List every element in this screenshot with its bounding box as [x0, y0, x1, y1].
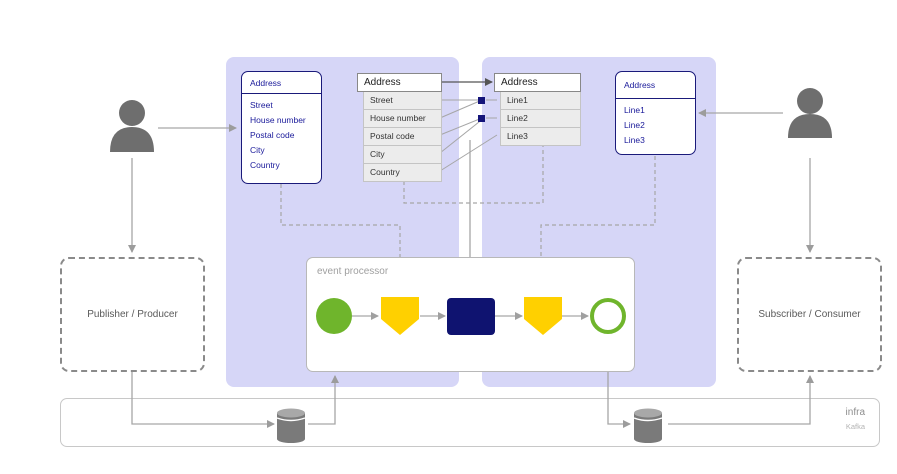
target-model-field: Line1: [624, 105, 645, 115]
mapping-source-row[interactable]: City: [363, 146, 442, 164]
source-model-card[interactable]: Address Street House number Postal code …: [241, 71, 322, 184]
producer-to-topic-line: [131, 372, 275, 428]
infra-band: infra Kafka: [60, 398, 880, 447]
source-model-field: Country: [250, 160, 280, 170]
mapping-source-row[interactable]: House number: [363, 110, 442, 128]
map-housenumber-line1: [439, 99, 483, 119]
event-processor-title: event processor: [317, 266, 389, 277]
transform-in-icon[interactable]: [381, 297, 419, 335]
subscriber-consumer-label: Subscriber / Consumer: [758, 309, 861, 320]
source-model-field: City: [250, 145, 265, 155]
mapping-target-row[interactable]: Line2: [500, 110, 581, 128]
topic-to-consumer-line: [668, 375, 814, 425]
concat-marker-2: [478, 115, 485, 122]
target-model-title: Address: [616, 72, 695, 99]
infra-subtitle: Kafka: [845, 422, 865, 431]
mapping-source-table[interactable]: Address Street House number Postal code …: [357, 73, 442, 182]
mapping-source-row[interactable]: Postal code: [363, 128, 442, 146]
producer-user-icon[interactable]: [110, 100, 154, 152]
mapping-target-table[interactable]: Address Line1 Line2 Line3: [494, 73, 581, 146]
subscriber-consumer-box[interactable]: Subscriber / Consumer: [737, 257, 882, 372]
process-task-icon[interactable]: [447, 298, 495, 335]
mapping-target-row[interactable]: Line3: [500, 128, 581, 146]
mapping-source-header: Address: [357, 73, 442, 92]
infra-title: infra: [845, 407, 865, 418]
topic-to-processor-line: [308, 375, 339, 425]
mapping-target-header: Address: [494, 73, 581, 92]
publisher-producer-box[interactable]: Publisher / Producer: [60, 257, 205, 372]
processor-to-topic-line: [607, 372, 631, 428]
map-city-line2: [439, 117, 485, 154]
target-model-card[interactable]: Address Line1 Line2 Line3: [615, 71, 696, 155]
mapping-source-row[interactable]: Country: [363, 164, 442, 182]
map-postal-line2: [439, 117, 483, 136]
mapping-source-row[interactable]: Street: [363, 92, 442, 110]
start-event-icon[interactable]: [316, 298, 352, 334]
consumer-topic-database-icon[interactable]: [633, 408, 663, 444]
source-model-field: House number: [250, 115, 306, 125]
target-model-field: Line2: [624, 120, 645, 130]
mapping-target-row[interactable]: Line1: [500, 92, 581, 110]
publisher-producer-label: Publisher / Producer: [87, 309, 178, 320]
consumer-user-icon[interactable]: [788, 88, 832, 138]
producer-topic-database-icon[interactable]: [276, 408, 306, 444]
source-model-field: Street: [250, 100, 273, 110]
event-processor-box[interactable]: event processor: [306, 257, 635, 372]
map-country-line3: [439, 134, 498, 172]
mapping-to-task-dashed: [403, 146, 544, 204]
transform-out-icon[interactable]: [524, 297, 562, 335]
source-model-field: Postal code: [250, 130, 295, 140]
source-model-title: Address: [242, 72, 321, 94]
concat-marker-1: [478, 97, 485, 104]
target-model-field: Line3: [624, 135, 645, 145]
end-event-icon[interactable]: [590, 298, 626, 334]
